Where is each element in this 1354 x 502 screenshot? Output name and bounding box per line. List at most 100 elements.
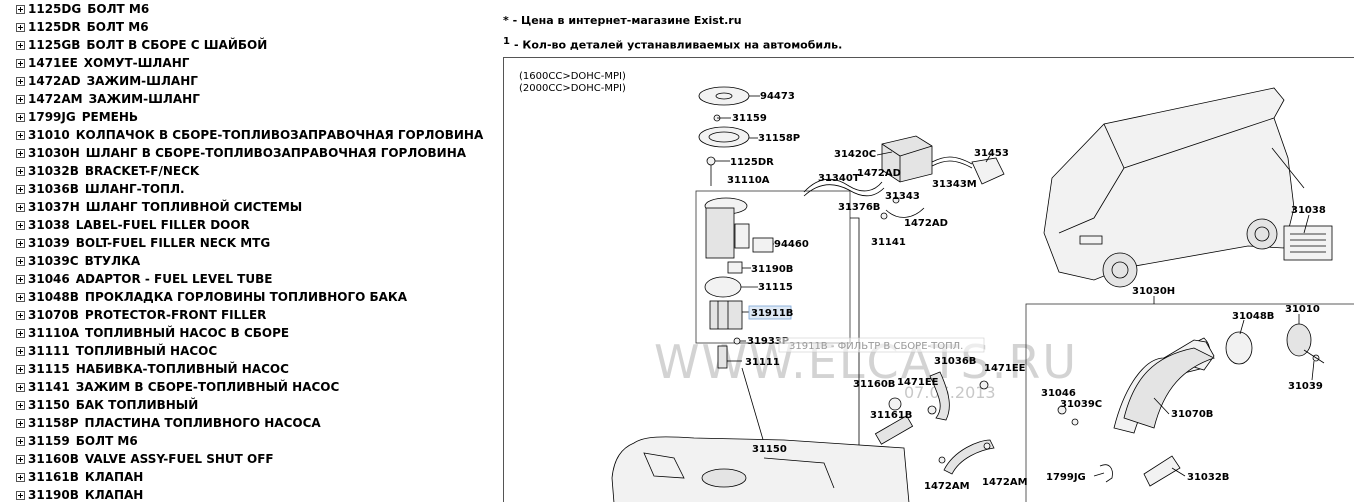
callout-31048b[interactable]: 31048B (1232, 311, 1274, 322)
part-code[interactable]: 31190B (28, 488, 79, 502)
part-31933p-clip[interactable] (733, 337, 741, 345)
part-code[interactable]: 31032B (28, 164, 79, 178)
part-code[interactable]: 1125GB (28, 38, 81, 52)
callout-31343[interactable]: 31343 (885, 191, 920, 202)
part-list-item[interactable]: 31110A ТОПЛИВНЫЙ НАСОС В СБОРЕ (16, 324, 289, 342)
part-code[interactable]: 1472AM (28, 92, 83, 106)
part-94460-sender[interactable] (752, 237, 774, 253)
part-list-item[interactable]: 31010 КОЛПАЧОК В СБОРЕ-ТОПЛИВОЗАПРАВОЧНАЯ… (16, 126, 483, 144)
part-code[interactable]: 31161B (28, 470, 79, 484)
part-code[interactable]: 31070B (28, 308, 79, 322)
part-31160b-valve[interactable] (888, 397, 902, 411)
expand-plus-icon[interactable] (16, 455, 25, 464)
part-code[interactable]: 31110A (28, 326, 80, 340)
part-code[interactable]: 31030H (28, 146, 80, 160)
part-31070b-protector[interactable] (1123, 347, 1216, 429)
expand-plus-icon[interactable] (16, 347, 25, 356)
part-name[interactable]: PROTECTOR-FRONT FILLER (84, 308, 267, 322)
expand-plus-icon[interactable] (16, 185, 25, 194)
expand-plus-icon[interactable] (16, 329, 25, 338)
part-code[interactable]: 1125DG (28, 2, 82, 16)
callout-1125dr[interactable]: 1125DR (730, 157, 774, 168)
part-name[interactable]: LABEL-FUEL FILLER DOOR (75, 218, 250, 232)
callout-1472ad-a[interactable]: 1472AD (857, 168, 901, 179)
expand-plus-icon[interactable] (16, 203, 25, 212)
callout-31453[interactable]: 31453 (974, 148, 1009, 159)
part-name[interactable]: ШЛАНГ-ТОПЛ. (84, 182, 185, 196)
part-31039c-bushing[interactable] (1071, 418, 1079, 426)
callout-31110a[interactable]: 31110A (727, 175, 770, 186)
part-list-item[interactable]: 31036B ШЛАНГ-ТОПЛ. (16, 180, 185, 198)
part-code[interactable]: 31038 (28, 218, 70, 232)
callout-31150[interactable]: 31150 (752, 444, 787, 455)
part-31911b-filter[interactable] (709, 300, 743, 330)
part-code[interactable]: 31010 (28, 128, 70, 142)
callout-31070b[interactable]: 31070B (1171, 409, 1213, 420)
callout-1799jg[interactable]: 1799JG (1046, 472, 1086, 483)
part-31010-cap[interactable] (1286, 323, 1312, 357)
callout-31933p[interactable]: 31933P (747, 336, 789, 347)
callout-31190b[interactable]: 31190B (751, 264, 793, 275)
part-name[interactable]: БОЛТ М6 (75, 434, 138, 448)
expand-plus-icon[interactable] (16, 5, 25, 14)
part-name[interactable]: ВТУЛКА (84, 254, 141, 268)
part-31048b-gasket[interactable] (1225, 331, 1253, 365)
part-31110a-pump-assembly[interactable] (704, 197, 750, 259)
part-list-item[interactable]: 1125GB БОЛТ В СБОРЕ С ШАЙБОЙ (16, 36, 267, 54)
part-1125dr-bolt[interactable] (706, 156, 716, 186)
part-94473-lock-ring[interactable] (698, 86, 750, 106)
part-list-item[interactable]: 31038 LABEL-FUEL FILLER DOOR (16, 216, 250, 234)
expand-plus-icon[interactable] (16, 473, 25, 482)
part-name[interactable]: ПЛАСТИНА ТОПЛИВНОГО НАСОСА (84, 416, 321, 430)
part-31039-bolt[interactable] (1303, 349, 1325, 364)
part-31037h-hose[interactable] (943, 439, 995, 475)
part-list-item[interactable]: 31032B BRACKET-F/NECK (16, 162, 199, 180)
callout-1471ee-a[interactable]: 1471EE (984, 363, 1026, 374)
part-code[interactable]: 1799JG (28, 110, 76, 124)
part-name[interactable]: BOLT-FUEL FILLER NECK MTG (75, 236, 271, 250)
expand-plus-icon[interactable] (16, 419, 25, 428)
part-name[interactable]: BRACKET-F/NECK (84, 164, 200, 178)
callout-31046[interactable]: 31046 (1041, 388, 1076, 399)
part-name[interactable]: КОЛПАЧОК В СБОРЕ-ТОПЛИВОЗАПРАВОЧНАЯ ГОРЛ… (75, 128, 484, 142)
part-31150-fuel-tank[interactable] (611, 436, 910, 502)
part-name[interactable]: ЗАЖИМ-ШЛАНГ (88, 92, 200, 106)
part-1472am-clamp[interactable] (938, 442, 991, 464)
callout-31039c[interactable]: 31039C (1060, 399, 1102, 410)
part-name[interactable]: ШЛАНГ В СБОРЕ-ТОПЛИВОЗАПРАВОЧНАЯ ГОРЛОВИ… (85, 146, 467, 160)
callout-31343m[interactable]: 31343M (932, 179, 977, 190)
part-name[interactable]: ЗАЖИМ В СБОРЕ-ТОПЛИВНЫЙ НАСОС (75, 380, 340, 394)
expand-plus-icon[interactable] (16, 149, 25, 158)
callout-31030h[interactable]: 31030H (1132, 286, 1175, 297)
expand-plus-icon[interactable] (16, 23, 25, 32)
expand-plus-icon[interactable] (16, 167, 25, 176)
callout-94473[interactable]: 94473 (760, 91, 795, 102)
expand-plus-icon[interactable] (16, 239, 25, 248)
part-name[interactable]: ТОПЛИВНЫЙ НАСОС В СБОРЕ (85, 326, 290, 340)
callout-31036b[interactable]: 31036B (934, 356, 976, 367)
part-31032b-bracket[interactable] (1143, 455, 1181, 487)
callout-1471ee-b[interactable]: 1471EE (897, 377, 939, 388)
callout-31032b[interactable]: 31032B (1187, 472, 1229, 483)
expand-plus-icon[interactable] (16, 113, 25, 122)
part-list-item[interactable]: 31030H ШЛАНГ В СБОРЕ-ТОПЛИВОЗАПРАВОЧНАЯ Г… (16, 144, 466, 162)
callout-31159[interactable]: 31159 (732, 113, 767, 124)
part-list-item[interactable]: 31070B PROTECTOR-FRONT FILLER (16, 306, 266, 324)
part-code[interactable]: 31036B (28, 182, 79, 196)
part-name[interactable]: БОЛТ В СБОРЕ С ШАЙБОЙ (86, 38, 268, 52)
part-code[interactable]: 31115 (28, 362, 70, 376)
expand-plus-icon[interactable] (16, 293, 25, 302)
callout-31158p[interactable]: 31158P (758, 133, 800, 144)
callout-31038[interactable]: 31038 (1291, 205, 1326, 216)
callout-31161b[interactable]: 31161B (870, 410, 912, 421)
expand-plus-icon[interactable] (16, 437, 25, 446)
part-name[interactable]: ЗАЖИМ-ШЛАНГ (86, 74, 198, 88)
